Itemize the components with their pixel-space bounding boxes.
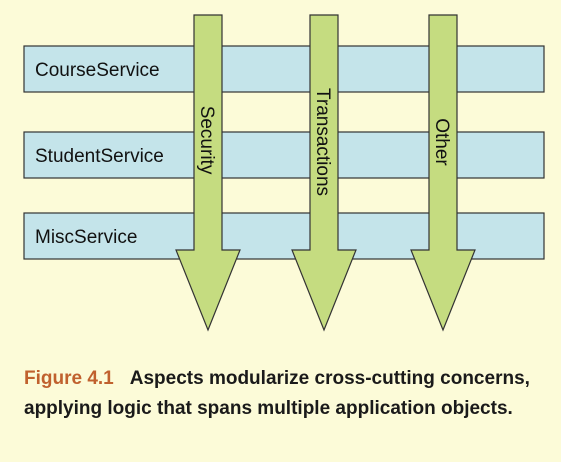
service-label-misc: MiscService [35, 227, 137, 248]
concern-arrow-security [175, 14, 241, 332]
service-labels: CourseService StudentService MiscService [35, 60, 164, 248]
figure-number: Figure 4.1 [24, 368, 114, 389]
aspects-diagram: CourseService StudentService MiscService… [23, 14, 545, 332]
service-label-course: CourseService [35, 60, 160, 81]
concern-label-transactions: Transactions [312, 88, 333, 196]
service-label-student: StudentService [35, 146, 164, 167]
concern-arrow-other [410, 14, 476, 332]
concern-labels: Security Transactions Other [196, 88, 452, 196]
concern-label-security: Security [196, 106, 217, 175]
concern-arrows [175, 14, 476, 332]
concern-label-other: Other [431, 118, 452, 166]
caption-text: Aspects modularize cross-cutting concern… [24, 368, 530, 419]
concern-arrow-transactions [291, 14, 357, 332]
